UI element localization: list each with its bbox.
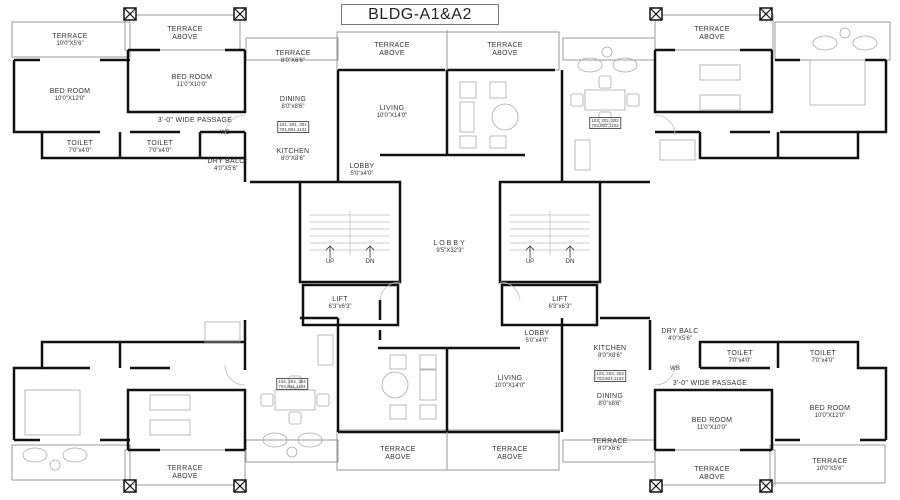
room-label-passage: 3'-0" WIDE PASSAGE bbox=[672, 380, 748, 387]
stair-down-label: DN bbox=[565, 259, 575, 265]
stair-up-label: UP bbox=[325, 259, 335, 265]
stair-down-label: DN bbox=[365, 259, 375, 265]
room-label-wb: WB bbox=[220, 130, 230, 136]
room-label-wb: WB bbox=[670, 366, 680, 372]
door-swings bbox=[224, 114, 676, 386]
building-title: BLDG-A1&A2 bbox=[341, 4, 499, 25]
stair-up-label: UP bbox=[525, 259, 535, 265]
walls bbox=[12, 48, 888, 452]
stair-treads bbox=[310, 210, 590, 255]
furniture bbox=[22, 27, 878, 471]
light-partitions bbox=[446, 30, 448, 470]
stair-arrows bbox=[325, 245, 575, 258]
room-label-passage: 3'-0" WIDE PASSAGE bbox=[157, 117, 233, 124]
